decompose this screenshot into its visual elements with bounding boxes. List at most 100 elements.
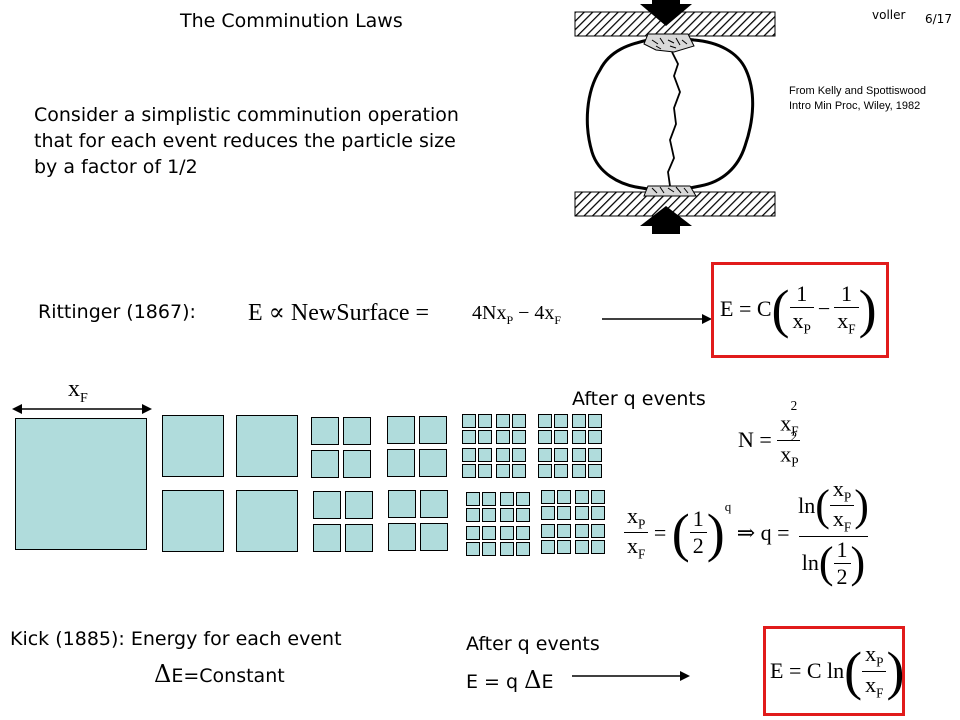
particle-square (557, 490, 571, 504)
particle-square (541, 506, 555, 520)
particle-square (575, 524, 589, 538)
particle-square (419, 449, 447, 477)
particle-square (162, 415, 224, 477)
particle-square (388, 490, 416, 518)
rittinger-equation: E ∝ NewSurface = (248, 300, 436, 326)
intro-line-3: by a factor of 1/2 (34, 156, 198, 178)
rittinger-arrow (602, 314, 712, 324)
particle-square (496, 448, 510, 462)
rittinger-result-box (711, 262, 889, 358)
delta-symbol-2: Δ (524, 666, 542, 694)
particle-square (482, 492, 496, 506)
particle-square (575, 506, 589, 520)
particle-square (462, 464, 476, 478)
intro-text: Consider a simplistic comminution operat… (34, 102, 459, 180)
particle-square (478, 448, 492, 462)
particle-square (496, 414, 510, 428)
particle-square (162, 490, 224, 552)
delta-e-constant: ΔE=Constant (154, 660, 285, 688)
particle-square (500, 492, 514, 506)
particle-square (512, 448, 526, 462)
particle-square (345, 524, 373, 552)
credit-line-1: From Kelly and Spottiswood (789, 85, 926, 97)
particle-square (591, 490, 605, 504)
intro-line-1: Consider a simplistic comminution operat… (34, 104, 459, 126)
particle-square (311, 417, 339, 445)
intro-line-2: that for each event reduces the particle… (34, 130, 456, 152)
particle-square (516, 492, 530, 506)
particle-square (538, 430, 552, 444)
particle-square (387, 416, 415, 444)
particle-crushing-illustration (574, 0, 776, 234)
particle-square (512, 430, 526, 444)
particle-square (575, 490, 589, 504)
particle-square (591, 524, 605, 538)
particle-square (588, 464, 602, 478)
particle-square (466, 526, 480, 540)
particle-square (541, 490, 555, 504)
particle-square (554, 414, 568, 428)
particle-square (345, 491, 373, 519)
particle-square (236, 415, 298, 477)
slide-title: The Comminution Laws (180, 10, 403, 32)
particle-square (554, 430, 568, 444)
particle-square (420, 490, 448, 518)
particle-square (482, 542, 496, 556)
particle-square (516, 526, 530, 540)
particle-square (588, 430, 602, 444)
kick-result-box (763, 626, 905, 716)
rittinger-label: Rittinger (1867): (38, 301, 196, 323)
particle-square (482, 508, 496, 522)
after-q-events-label: After q events (572, 388, 706, 410)
particle-square (462, 414, 476, 428)
particle-square (313, 491, 341, 519)
particle-square (512, 464, 526, 478)
after-q-events-label-2: After q events (466, 633, 600, 655)
particle-square (313, 524, 341, 552)
particle-square (557, 540, 571, 554)
particle-square (462, 430, 476, 444)
rittinger-surface-expression: 4NxP − 4xF (472, 302, 562, 327)
particle-square (572, 414, 586, 428)
particle-square (554, 448, 568, 462)
particle-square (466, 508, 480, 522)
particle-square (572, 448, 586, 462)
particle-square (420, 523, 448, 551)
size-dimension-arrow (12, 404, 152, 414)
kick-arrow (572, 671, 690, 681)
particle-square (462, 448, 476, 462)
particle-square (557, 506, 571, 520)
kick-label: Kick (1885): Energy for each event (10, 628, 342, 650)
particle-square (541, 524, 555, 538)
particle-square (478, 464, 492, 478)
particle-square (478, 414, 492, 428)
particle-square (572, 430, 586, 444)
particle-square (466, 492, 480, 506)
particle-square (496, 464, 510, 478)
image-credit: From Kelly and Spottiswood Intro Min Pro… (789, 84, 926, 114)
particle-square (541, 540, 555, 554)
particle-square (588, 448, 602, 462)
credit-line-2: Intro Min Proc, Wiley, 1982 (789, 100, 921, 112)
particle-square (15, 418, 147, 550)
particle-square (343, 417, 371, 445)
particle-square (419, 416, 447, 444)
particle-square (575, 540, 589, 554)
particle-square (572, 464, 586, 478)
author-label: voller (872, 8, 906, 22)
kick-total-energy: E = q ΔE (466, 666, 554, 694)
particle-square (588, 414, 602, 428)
particle-square (557, 524, 571, 538)
particle-square (538, 448, 552, 462)
particle-square (482, 526, 496, 540)
page-number: 6/17 (925, 12, 952, 26)
particle-square (343, 450, 371, 478)
particle-square (500, 508, 514, 522)
particle-square (236, 490, 298, 552)
particle-square (538, 414, 552, 428)
particle-square (388, 523, 416, 551)
